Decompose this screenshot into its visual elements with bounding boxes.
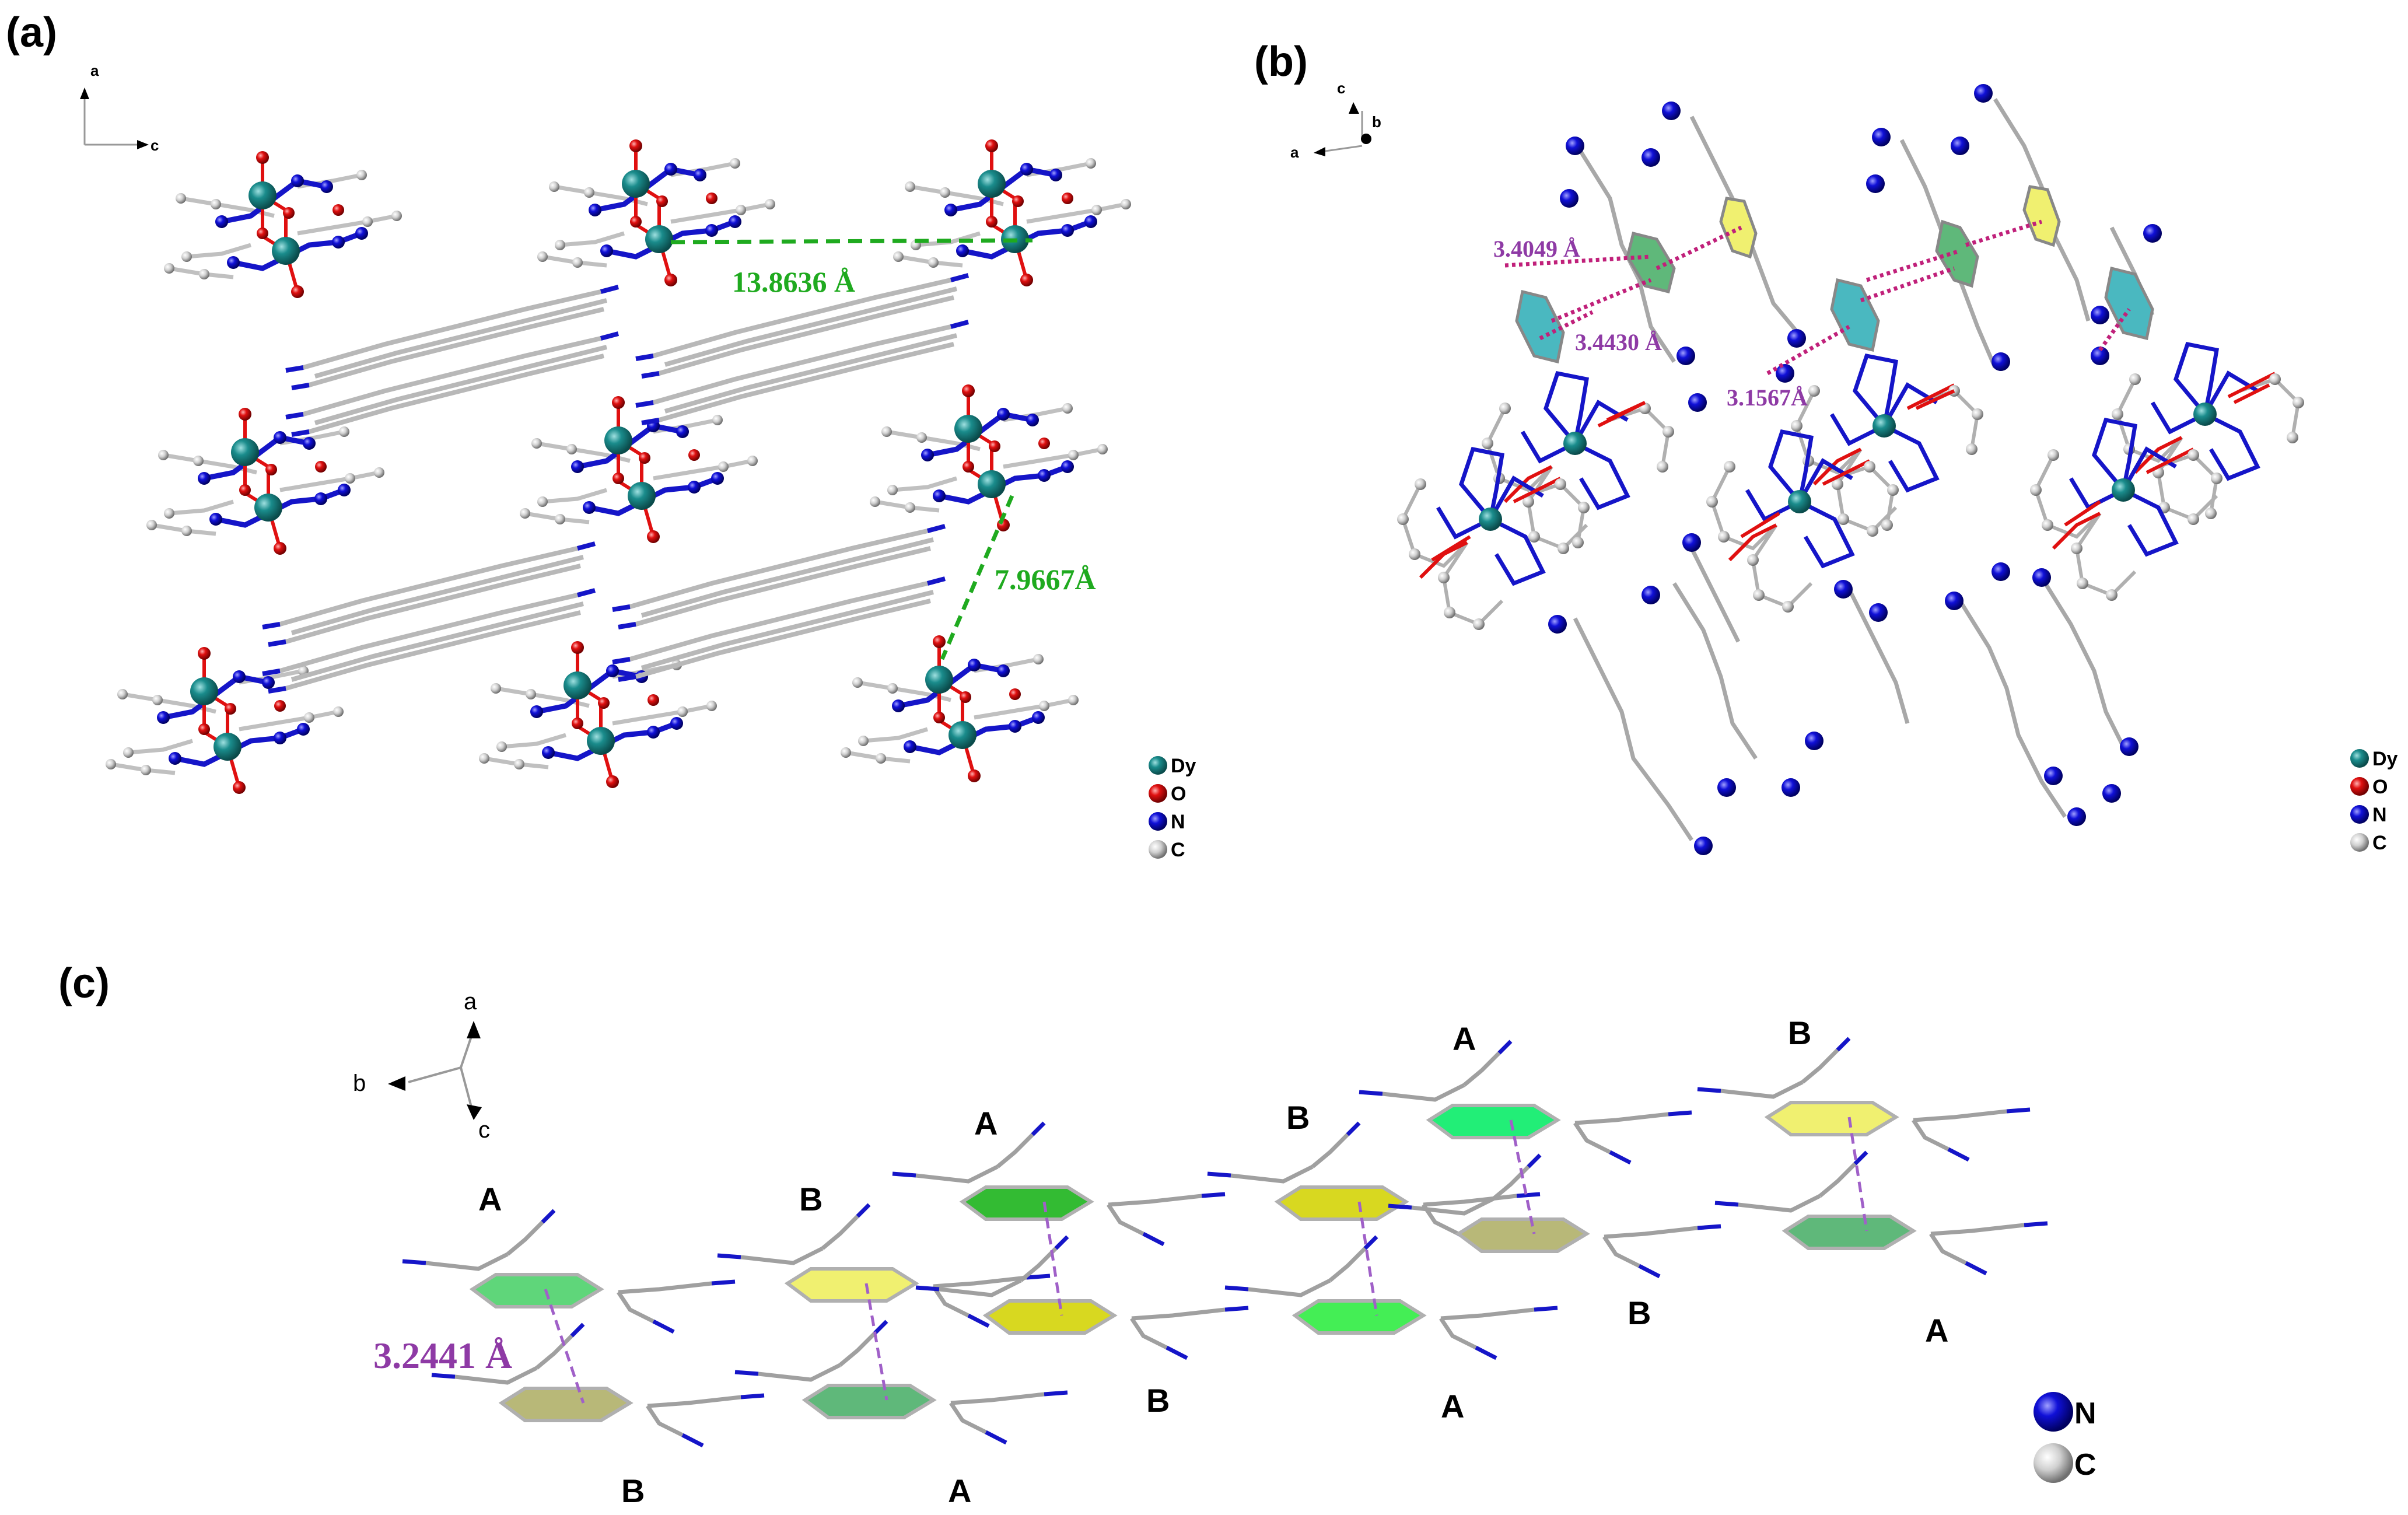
ring-yellow [1274, 1185, 1409, 1221]
panel-c-label: (c) [58, 960, 110, 1007]
legend-b-n: N [2372, 804, 2387, 826]
ring-green [1292, 1299, 1427, 1335]
arrow-up-icon [1349, 102, 1359, 114]
axis-indicator-a: a c [80, 62, 159, 154]
ring-yellow [784, 1267, 919, 1303]
layer-label: B [621, 1472, 645, 1509]
axis-dot-icon [1361, 134, 1371, 144]
layer-label: A [974, 1105, 998, 1142]
distance-markers-b: 3.4049 Å 3.4430 Å 3.1567Å [1493, 236, 1808, 411]
legend-a-n: N [1171, 811, 1185, 833]
legend-c-c: C [2074, 1448, 2096, 1482]
axis-label-a-c: a [464, 989, 477, 1014]
panel-a: (a) a c [6, 9, 1196, 861]
crystal-packing-b [1397, 84, 2304, 855]
legend-b-c: C [2372, 832, 2387, 854]
axis-label-a-b: a [1290, 144, 1299, 161]
distance-label-13-8636: 13.8636 Å [732, 265, 855, 298]
ring-green [469, 1273, 604, 1308]
pi-stack-3: B A A B [1208, 1020, 1721, 1425]
arrow-left-icon [1314, 147, 1325, 156]
distance-label-3-4430: 3.4430 Å [1575, 329, 1662, 355]
panel-b: (b) c b a [1254, 39, 2398, 855]
pi-stack-1: A B [402, 1181, 764, 1509]
ring-dark-green [802, 1384, 937, 1419]
axis-label-a: a [90, 62, 99, 79]
distance-label-7-9667: 7.9667Å [995, 563, 1096, 596]
ring-green [959, 1185, 1094, 1221]
ring-green [1426, 1104, 1561, 1139]
arrow-left-icon [388, 1076, 405, 1091]
axis-label-c-b: c [1337, 79, 1345, 97]
legend-b: Dy O N C [2350, 748, 2398, 854]
axis-indicator-b: c b a [1290, 79, 1381, 161]
ring-olive [1455, 1217, 1590, 1253]
layer-label: A [948, 1472, 971, 1509]
arrow-down-icon [467, 1104, 482, 1120]
layer-label: B [799, 1181, 822, 1217]
legend-b-o: O [2372, 776, 2388, 798]
axis-label-c: c [150, 137, 159, 154]
panel-a-label: (a) [6, 9, 57, 56]
axis-indicator-c: a b c [353, 989, 490, 1143]
layer-label: A [1441, 1388, 1464, 1425]
layer-label: B [1628, 1294, 1651, 1331]
layer-label: B [1788, 1014, 1811, 1051]
ring-dark-green [1782, 1215, 1917, 1250]
distance-label-3-2441: 3.2441 Å [373, 1335, 512, 1376]
layer-label: B [1286, 1099, 1310, 1136]
panel-b-label: (b) [1254, 39, 1308, 85]
ring-yellow [982, 1299, 1118, 1335]
legend-a-c: C [1171, 839, 1185, 861]
layer-label: A [1452, 1020, 1476, 1057]
pi-stack-2: B A A B [718, 1105, 1248, 1509]
legend-a-o: O [1171, 783, 1186, 805]
layer-label: A [1925, 1312, 1948, 1349]
panel-c: (c) a b c A B [58, 960, 2096, 1509]
distance-label-3-1567: 3.1567Å [1727, 384, 1808, 411]
legend-c: N C [2034, 1392, 2096, 1483]
axis-label-c-c: c [478, 1117, 490, 1143]
crystal-packing-a [106, 139, 1131, 794]
layer-label: A [478, 1181, 502, 1217]
legend-c-n: N [2074, 1397, 2096, 1430]
layer-label: B [1146, 1382, 1170, 1419]
legend-a: Dy O N C [1149, 755, 1196, 861]
legend-b-dy: Dy [2372, 748, 2398, 770]
pi-stack-4: B A [1698, 1014, 2048, 1349]
legend-a-dy: Dy [1171, 755, 1196, 777]
ring-yellow [1764, 1101, 1899, 1136]
distance-markers-a: 13.8636 Å 7.9667Å [670, 238, 1096, 660]
arrow-up-icon [467, 1021, 481, 1038]
distance-label-3-4049: 3.4049 Å [1493, 236, 1580, 262]
ring-olive [498, 1387, 634, 1422]
axis-label-b-c: b [353, 1070, 366, 1096]
axis-label-b-b: b [1372, 113, 1381, 131]
arrow-right-icon [137, 140, 149, 149]
arrow-up-icon [80, 88, 89, 99]
